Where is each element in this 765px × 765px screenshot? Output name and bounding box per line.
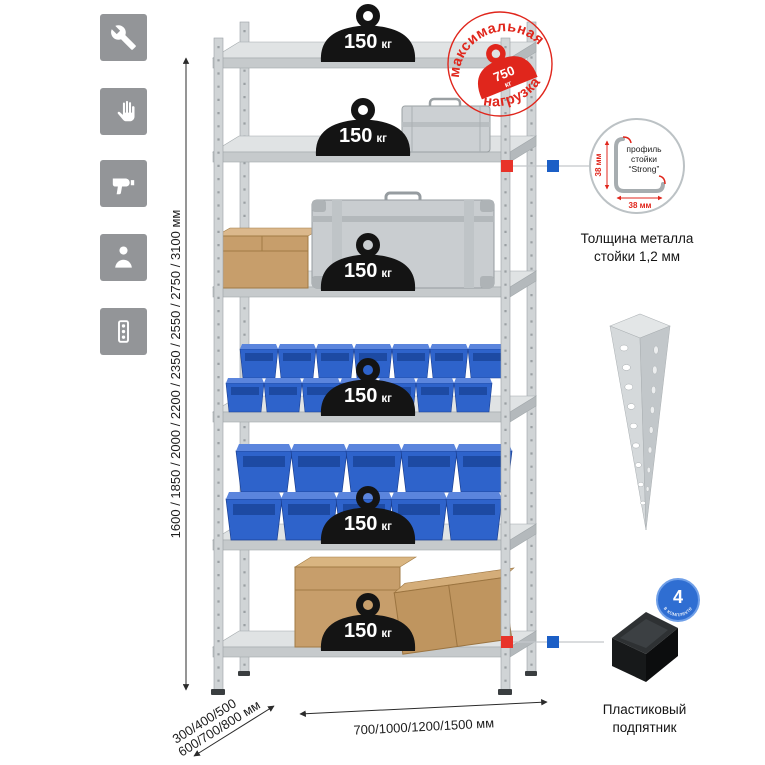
red-marker-square [501,160,513,172]
blue-marker-square [547,160,559,172]
rack-front-posts [211,37,512,695]
max-load-unit: кг [503,78,513,89]
profile-label-1: профиль [626,144,662,154]
profile-height-label: 38 мм [594,153,603,176]
feature-tile-person [100,234,147,281]
badge-count: 4 [673,587,683,607]
foot-caption: Пластиковый подпятник [572,701,717,737]
feature-tile-post [100,308,147,355]
width-dimension-label: 700/1000/1200/1500 мм [353,715,494,737]
height-dimension: 1600 / 1850 / 2000 / 2200 / 2350 / 2550 … [168,57,190,691]
wrench-icon [111,25,136,50]
width-dimension: 700/1000/1200/1500 мм [299,699,548,738]
profile-drawing [614,137,665,193]
foot-caption-line1: Пластиковый [602,702,687,717]
foot-count-badge: 4 в комплекте [656,578,700,622]
drill-icon [112,178,135,195]
profile-caption-line2: стойки 1,2 мм [593,248,681,264]
foot-caption-line2: подпятник [612,719,677,735]
glove-icon [117,100,135,122]
post-profile-callout: 38 мм 38 мм профиль стойки “Strong” [589,118,685,214]
foot-callout-markers [501,636,604,648]
profile-caption-line1: Толщина металла [580,231,694,246]
cardboard-box-shelf3 [214,227,324,289]
max-load-weight-icon: 750 кг [477,44,538,100]
perforated-post-icon [118,320,129,343]
post-callout-markers [501,160,591,172]
feature-tile-gloves [100,88,147,135]
profile-label-3: “Strong” [629,164,660,174]
profile-caption: Толщина металла стойки 1,2 мм [563,230,711,266]
aluminium-case-small [401,97,491,153]
blue-marker-square [547,636,559,648]
plastic-foot-photo [612,612,678,682]
depth-dimension: 300/400/500 600/700/800 мм [170,696,275,759]
person-icon [115,246,132,268]
profile-width-label: 38 мм [629,201,652,210]
red-marker-square [501,636,513,648]
profile-label-2: стойки [631,154,657,164]
upright-post-photo [609,313,671,531]
height-dimension-label: 1600 / 1850 / 2000 / 2200 / 2350 / 2550 … [168,210,183,539]
feature-tile-drill [100,160,147,207]
feature-tile-tools [100,14,147,61]
